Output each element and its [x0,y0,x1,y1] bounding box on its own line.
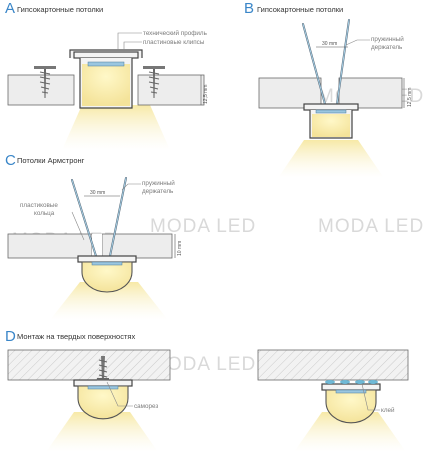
panel-b-label-holder-1: пружинный [371,35,404,43]
panel-c-gap [92,234,102,258]
panel-c-leader-rings [71,211,85,241]
panel-c-label-rings-2: кольца [34,210,55,217]
panel-c: C Потолки Армстронг 30 mm пластиковые ко… [5,152,183,320]
panel-a-letter: A [5,0,15,17]
watermark-c-right: MODA LED [150,216,256,237]
panel-b: B Гипсокартонные потолки 30 mm пружинный… [244,0,413,178]
panel-c-light-glow [50,282,168,320]
panel-a-led-lens [82,64,130,106]
panel-a-led-strip [87,61,125,67]
panel-a-board-right [137,74,205,106]
panel-a-leader-profile [117,32,142,50]
panel-a-label-profile: технический профиль [143,29,208,37]
panel-b-light-glow [278,140,384,178]
panel-d-left-light-glow [46,412,158,452]
panel-d-right-round-lens [325,389,377,424]
panel-a-dim-label: 12,5 mm [203,85,209,104]
panel-d-glue-dots [325,380,378,384]
panel-d-label-screw: саморез [134,403,158,410]
panel-c-letter: C [5,152,16,169]
panel-c-title: Потолки Армстронг [17,156,85,165]
panel-a-light-glow [62,105,170,150]
panel-c-label-holder-1: пружинный [142,179,175,187]
panel-d-left-round-lens [77,385,129,420]
panel-d-right-light-glow [294,412,406,452]
panel-d-left-profile [73,379,133,420]
panel-a-profile [69,49,143,109]
panel-c-panel-left [7,233,93,259]
panel-b-letter: B [244,0,254,17]
panel-b-dim-thickness-label: 12,5 mm [407,88,413,107]
panel-d-right-surface [257,349,409,381]
watermark-d: MODA LED [150,354,256,375]
panel-c-round-lens [81,261,133,293]
panel-b-led-lens [312,114,350,137]
panel-b-dim-label: 30 mm [322,41,337,47]
panel-d-left-surface [7,349,171,381]
panel-a-label-clips: пластиновые клипсы [143,39,205,46]
panel-c-dim-thickness-label: 10 mm [177,241,183,256]
panel-b-board-left [258,77,322,109]
panel-b-leader-holder [345,39,370,46]
panel-c-led-strip [91,261,123,266]
panel-d-leader-glue [361,383,380,411]
panel-a-screw-left [34,66,56,98]
panel-d-screw [97,356,109,381]
panel-d: D Монтаж на твердых поверхностях саморез [5,328,409,452]
panel-b-led-strip [315,109,347,114]
watermark-c-far: MODA LED [318,216,424,237]
panel-d-right-led-strip [335,389,367,394]
panel-b-spring-holder [302,19,350,105]
panel-a-screw-right [143,66,165,98]
panel-c-leader-holder [121,183,141,191]
panel-d-leader-screw [106,381,133,407]
panel-c-label-holder-2: держатель [142,188,174,195]
panel-c-label-rings-1: пластиковые [20,202,58,209]
panel-c-profile [77,255,137,293]
panel-d-right-profile [321,383,381,424]
panel-b-profile [303,103,359,139]
panel-d-letter: D [5,328,16,345]
panel-b-title: Гипсокартонные потолки [257,5,343,14]
panel-a: A Гипсокартонные потолки техни [5,0,209,150]
panel-b-board-right [338,77,403,109]
panel-c-dim-label: 30 mm [90,190,105,196]
panel-a-title: Гипсокартонные потолки [17,5,103,14]
panel-a-leader-clips [123,41,142,52]
panel-d-title: Монтаж на твердых поверхностях [17,332,135,341]
panel-a-board-left [7,74,75,106]
panel-d-label-glue: клей [381,406,395,414]
panel-b-label-holder-2: держатель [371,44,403,51]
panel-c-spring-holder [71,177,127,257]
panel-d-left-led-strip [87,385,119,390]
